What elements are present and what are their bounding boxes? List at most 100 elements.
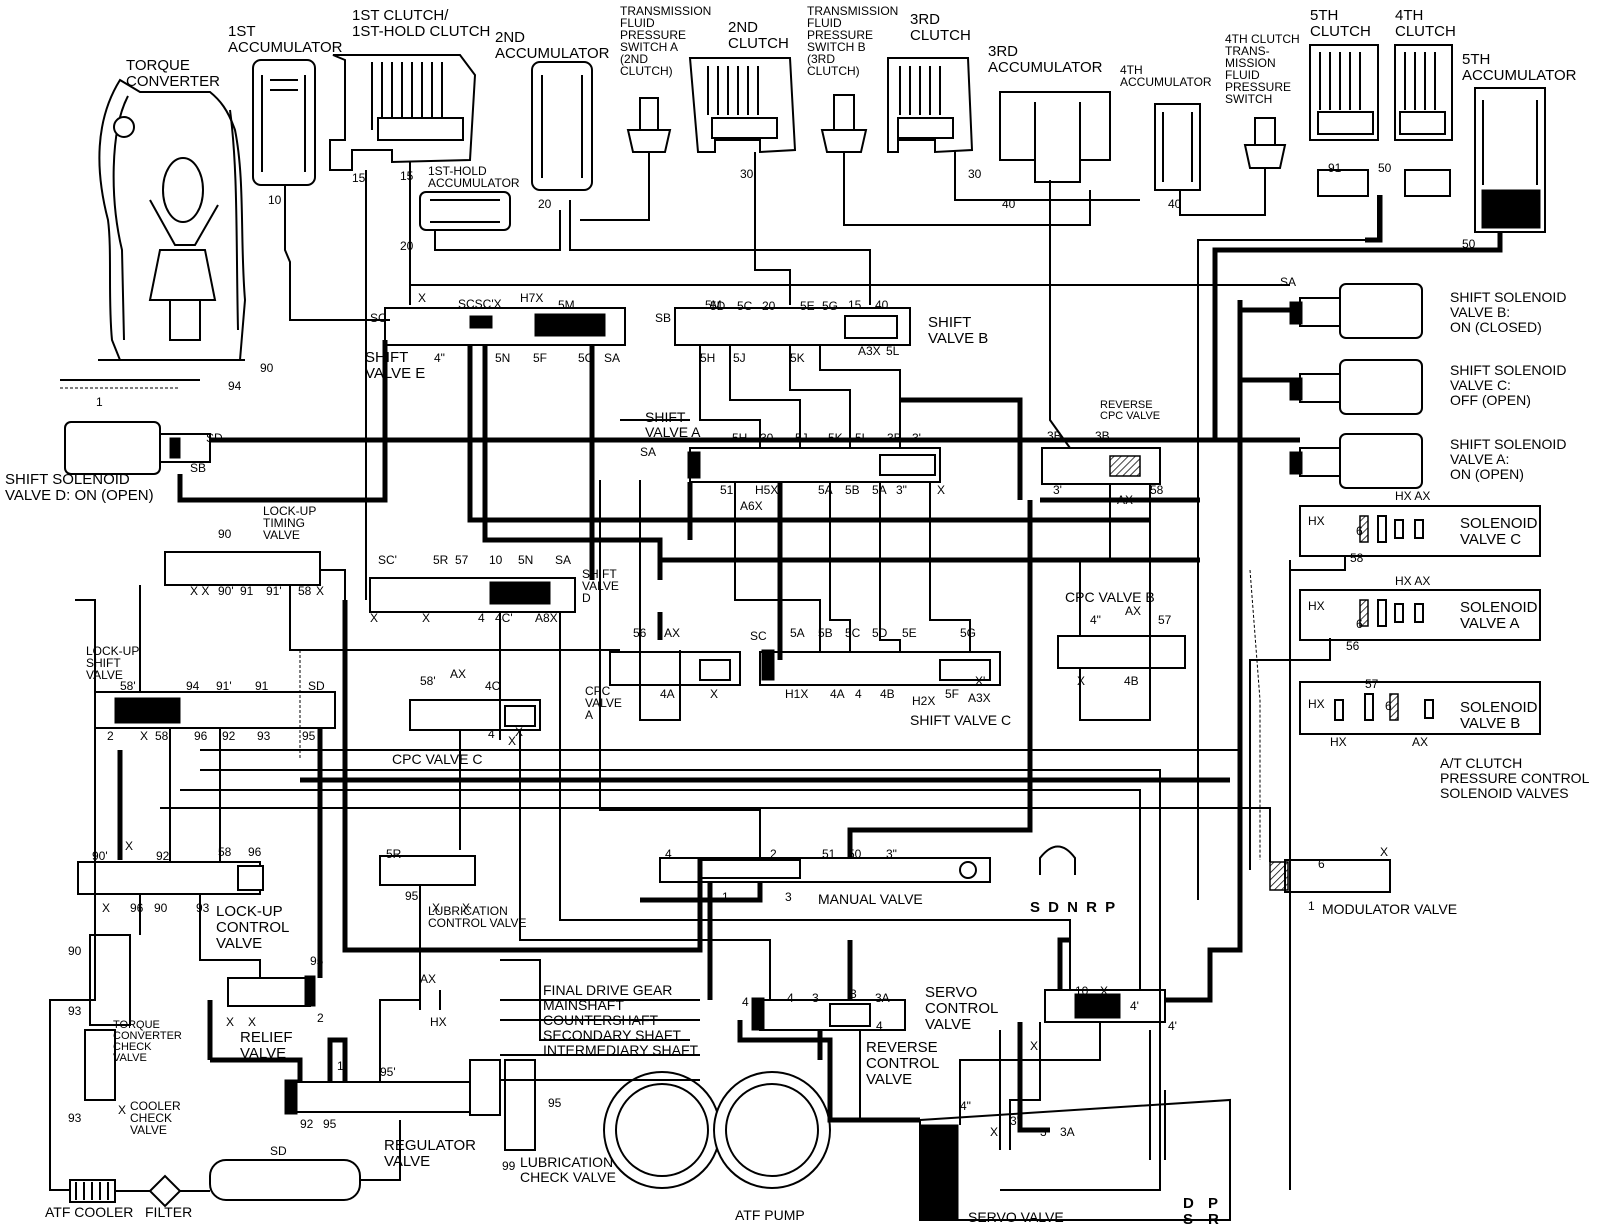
port-label: 5L bbox=[886, 344, 900, 358]
port-label: X bbox=[990, 1125, 999, 1139]
port-label: 4 bbox=[488, 727, 495, 741]
cpc-valve-a-label: CPC VALVE A bbox=[585, 684, 622, 722]
port-label: 95 bbox=[323, 1117, 337, 1131]
port-label: 93 bbox=[68, 1111, 82, 1125]
port-label: 95 bbox=[310, 954, 324, 968]
port-label: AX bbox=[1412, 735, 1429, 749]
shift-valve-b-body bbox=[674, 307, 911, 346]
port-label: H5X bbox=[755, 483, 779, 497]
port-label: 58 bbox=[298, 584, 312, 598]
port-label: 5J bbox=[733, 351, 746, 365]
port-label: AX bbox=[664, 626, 681, 640]
shift-valve-e-label: SHIFT VALVE E bbox=[365, 349, 426, 382]
port-label: 95 bbox=[548, 1096, 562, 1110]
port-label: 5R bbox=[433, 553, 449, 567]
port-label: 93 bbox=[196, 901, 210, 915]
port-label: 3B bbox=[887, 431, 902, 445]
port-label: 58 bbox=[155, 729, 169, 743]
port-label: 4C' bbox=[495, 611, 513, 625]
lubrication-check-valve-label: LUBRICATION CHECK VALVE bbox=[520, 1154, 616, 1185]
shaft-list: FINAL DRIVE GEAR MAINSHAFT COUNTERSHAFT … bbox=[543, 983, 698, 1058]
port-label: X bbox=[937, 483, 946, 497]
port-label: X bbox=[370, 611, 379, 625]
first-accumulator-label: 1ST ACCUMULATOR bbox=[228, 23, 343, 56]
second-accumulator bbox=[531, 61, 593, 191]
port-label: 5B bbox=[818, 626, 833, 640]
atf-cooler-label: ATF COOLER bbox=[45, 1204, 134, 1220]
port-label: 6 bbox=[1318, 857, 1325, 871]
port-label: 4 bbox=[742, 995, 749, 1009]
port-label: HX bbox=[1308, 697, 1325, 711]
shift-valve-c-label: SHIFT VALVE C bbox=[910, 712, 1012, 728]
port-label: 91 bbox=[255, 679, 269, 693]
port-label: 5C bbox=[578, 351, 594, 365]
port-label: 50 bbox=[848, 847, 862, 861]
port-label: A6X bbox=[740, 499, 763, 513]
port-label: 58 bbox=[218, 845, 232, 859]
port-label: 40 bbox=[1002, 197, 1016, 211]
shift-solenoid-b bbox=[1289, 283, 1423, 339]
relief-valve-body bbox=[227, 975, 316, 1007]
port-label: 5R bbox=[386, 847, 402, 861]
port-label: 5C bbox=[845, 626, 861, 640]
port-label: 57 bbox=[455, 553, 469, 567]
fourth-accumulator bbox=[1154, 103, 1201, 191]
port-label: SD bbox=[308, 679, 325, 693]
port-label: 3B bbox=[1047, 429, 1062, 443]
port-label: 4C bbox=[485, 679, 501, 693]
port-label: 96 bbox=[130, 901, 144, 915]
cooler-check-valve-label: COOLER CHECK VALVE bbox=[130, 1099, 181, 1137]
port-label: 3A bbox=[1060, 1125, 1075, 1139]
torque-converter-check-valve-label: TORQUE CONVERTER CHECK VALVE bbox=[113, 1019, 182, 1064]
port-label: 4" bbox=[960, 1099, 971, 1113]
relief-valve-label: RELIEF VALVE bbox=[240, 1029, 293, 1062]
port-label: 92 bbox=[300, 1117, 314, 1131]
port-label: X bbox=[140, 729, 149, 743]
servo-position-p: P bbox=[1208, 1195, 1219, 1212]
port-label: 91 bbox=[240, 584, 254, 598]
port-label: 58' bbox=[120, 679, 136, 693]
port-label: 3 bbox=[812, 991, 819, 1005]
port-label: 5A bbox=[872, 483, 887, 497]
pressure-switch-a bbox=[626, 97, 672, 175]
port-label: 1 bbox=[722, 890, 729, 904]
reverse-control-valve-label: REVERSE CONTROL VALVE bbox=[866, 1039, 940, 1088]
shift-valve-c-body bbox=[759, 649, 1001, 686]
port-label: HX bbox=[1308, 514, 1325, 528]
shift-solenoid-a-label: SHIFT SOLENOID VALVE A: ON (OPEN) bbox=[1450, 436, 1567, 482]
lockup-control-valve-label: LOCK-UP CONTROL VALVE bbox=[216, 903, 290, 952]
port-label: 2 bbox=[107, 729, 114, 743]
port-label: 4' bbox=[1130, 999, 1139, 1013]
atf-cooler-and-filter bbox=[69, 1159, 361, 1208]
port-label: SA bbox=[640, 445, 657, 459]
lubrication-control-valve-label: LUBRICATION CONTROL VALVE bbox=[428, 904, 527, 930]
fourth-clutch bbox=[1394, 44, 1453, 197]
port-label: SD bbox=[206, 431, 223, 445]
pressure-switch-a-label: TRANSMISSION FLUID PRESSURE SWITCH A (2N… bbox=[620, 4, 712, 78]
port-label: 99 bbox=[502, 1159, 516, 1173]
port-label: 5F bbox=[945, 687, 960, 701]
port-label: 5D bbox=[872, 626, 888, 640]
pressure-switch-b bbox=[820, 94, 868, 180]
port-label: 3' bbox=[1053, 483, 1062, 497]
port-label: 4B bbox=[880, 687, 895, 701]
port-label: 6 bbox=[1356, 617, 1363, 631]
shift-solenoid-c-label: SHIFT SOLENOID VALVE C: OFF (OPEN) bbox=[1450, 362, 1567, 408]
atclutch-pressure-control-label: A/T CLUTCH PRESSURE CONTROL SOLENOID VAL… bbox=[1440, 755, 1590, 801]
port-label: HX bbox=[1308, 599, 1325, 613]
shaft-item: SECONDARY SHAFT bbox=[543, 1027, 681, 1043]
first-clutch-label: 1ST CLUTCH/ 1ST-HOLD CLUTCH bbox=[352, 7, 491, 40]
port-label: X bbox=[316, 584, 325, 598]
port-label: 57 bbox=[1365, 677, 1379, 691]
shift-valve-b-label: SHIFT VALVE B bbox=[928, 314, 989, 347]
port-label: X bbox=[1030, 1039, 1039, 1053]
port-label: X bbox=[226, 1015, 235, 1029]
port-label: 96 bbox=[248, 845, 262, 859]
regulator-valve-label: REGULATOR VALVE bbox=[384, 1137, 476, 1170]
solenoid-valve-c-box bbox=[1299, 505, 1541, 557]
port-label: A3X bbox=[968, 691, 991, 705]
port-label: 58 bbox=[1350, 551, 1364, 565]
port-label: 93 bbox=[68, 1004, 82, 1018]
port-label: 10 bbox=[1075, 984, 1089, 998]
